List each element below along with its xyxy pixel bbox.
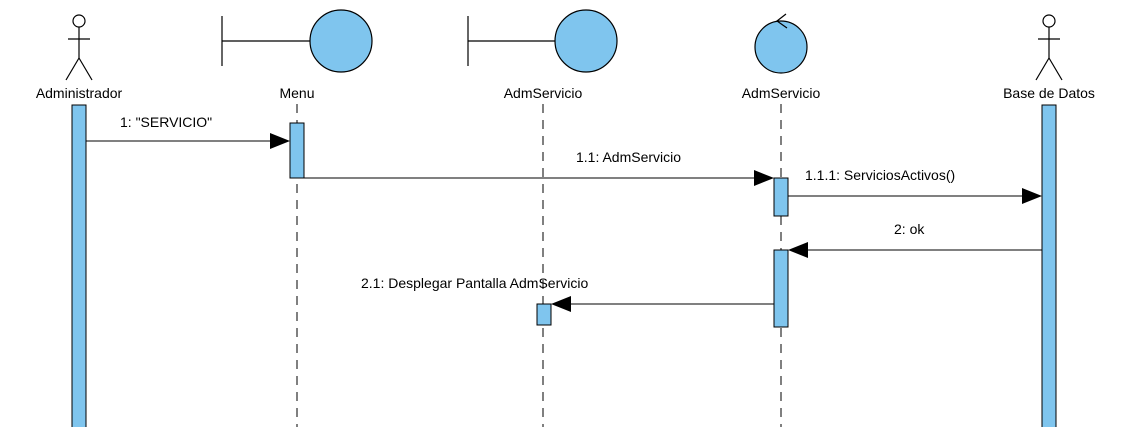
participant-admservicio-control: AdmServicio: [742, 13, 821, 101]
participant-label: AdmServicio: [742, 85, 821, 101]
message-2-1: 2.1: Desplegar Pantalla AdmServicio: [361, 275, 774, 312]
message-label: 2.1: Desplegar Pantalla AdmServicio: [361, 275, 588, 291]
boundary-icon: [467, 9, 618, 73]
activation-bar-admservicio-boundary: [536, 303, 552, 326]
message-label: 1.1: AdmServicio: [576, 149, 681, 165]
participant-label: Administrador: [36, 85, 123, 101]
participant-base-de-datos: Base de Datos: [1003, 14, 1095, 101]
activation-bar-base-de-datos: [1041, 104, 1057, 427]
arrowhead-icon: [754, 170, 774, 186]
message-label: 1: "SERVICIO": [120, 114, 212, 130]
boundary-icon: [221, 9, 373, 73]
actor-icon: [1035, 14, 1063, 81]
message-1: 1: "SERVICIO": [86, 114, 290, 149]
activation-bar-menu: [289, 122, 305, 179]
arrowhead-icon: [551, 296, 571, 312]
activation-bar-admservicio-1: [773, 177, 789, 217]
participant-label: AdmServicio: [504, 85, 583, 101]
message-label: 2: ok: [894, 221, 925, 237]
control-icon: [754, 13, 808, 74]
participant-admservicio-boundary: AdmServicio: [467, 9, 618, 101]
activation-bar-admservicio-2: [773, 249, 789, 328]
arrowhead-icon: [270, 133, 290, 149]
activation-bar-administrador: [71, 104, 87, 427]
arrowhead-icon: [788, 242, 808, 258]
arrowhead-icon: [1022, 188, 1042, 204]
message-1-1: 1.1: AdmServicio: [304, 149, 774, 186]
actor-icon: [65, 14, 93, 81]
participant-administrador: Administrador: [36, 14, 123, 101]
message-2: 2: ok: [788, 221, 1042, 258]
message-label: 1.1.1: ServiciosActivos(): [805, 167, 955, 183]
message-1-1-1: 1.1.1: ServiciosActivos(): [788, 167, 1042, 204]
participant-label: Menu: [279, 85, 314, 101]
participant-menu: Menu: [221, 9, 373, 101]
participant-label: Base de Datos: [1003, 85, 1095, 101]
